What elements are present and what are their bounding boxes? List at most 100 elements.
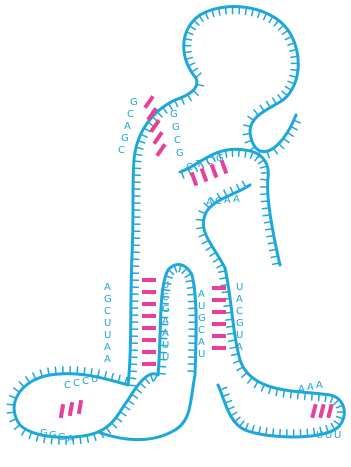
nucleotide-tick (84, 368, 85, 375)
base-pair-bar (190, 172, 199, 187)
nucleotide-tick (217, 264, 223, 267)
nucleotide-tick (7, 404, 14, 405)
nucleotide-tick (120, 412, 126, 416)
nucleotide-tick (258, 11, 260, 18)
base-pair-bar (142, 338, 156, 342)
nucleotide-tick (291, 56, 298, 57)
nucleotide-tick (106, 427, 110, 433)
nucleotide-tick (77, 367, 78, 374)
nucleotide-tick (279, 144, 284, 149)
nucleotide-stem-top-right-0: G (170, 109, 178, 120)
nucleotide-tick (260, 105, 264, 111)
nucleotide-tick (228, 333, 235, 334)
nucleotide-tick (291, 70, 298, 71)
nucleotide-tick (132, 394, 138, 398)
nucleotide-tick (291, 391, 292, 398)
nucleotide-col-mid2-5: U (198, 349, 205, 360)
nucleotide-tick (14, 425, 19, 430)
nucleotide-stem-mid-top-2: C (206, 156, 213, 167)
nucleotide-tick (168, 269, 173, 274)
nucleotide-bottom-right-bottom-0: U (316, 430, 323, 441)
nucleotide-col-mid2-2: G (198, 313, 206, 324)
rna-outer-strand-left (98, 375, 195, 440)
nucleotide-tick (319, 394, 320, 401)
nucleotide-tick (144, 128, 150, 132)
nucleotide-tick (258, 160, 264, 164)
nucleotide-tick (314, 429, 315, 436)
nucleotide-tick (186, 57, 193, 59)
nucleotide-tick (206, 246, 212, 250)
nucleotide-tick (262, 208, 269, 209)
base-pair-bar (212, 298, 226, 302)
nucleotide-col-mid2-1: U (198, 301, 205, 312)
nucleotide-tick (222, 291, 229, 292)
nucleotide-tick (245, 150, 246, 157)
nucleotide-col-mid2-3: C (198, 325, 205, 336)
nucleotide-tick (263, 215, 270, 216)
base-pair-bar (142, 350, 156, 354)
nucleotide-tick (128, 400, 134, 404)
nucleotide-tick (158, 373, 165, 374)
nucleotide-col-mid-6: U (162, 352, 169, 363)
nucleotide-tick (286, 36, 292, 39)
nucleotide-tick (225, 7, 226, 14)
nucleotide-tick (269, 16, 273, 22)
nucleotide-tick (214, 258, 220, 262)
base-pair-bar (149, 119, 160, 133)
nucleotide-tick (22, 429, 26, 435)
nucleotide-tick (227, 326, 234, 327)
nucleotide-tick (254, 381, 257, 387)
nucleotide-tick (273, 429, 274, 436)
nucleotide-tick (312, 393, 313, 400)
base-pair-bar (142, 326, 156, 330)
base-pair-bar (142, 278, 156, 282)
nucleotide-stem-top-left-2: A (124, 121, 131, 132)
nucleotide-tick (248, 377, 252, 382)
nucleotide-tick (194, 20, 199, 25)
nucleotide-tick (128, 385, 135, 386)
nucleotide-tick (245, 7, 246, 14)
nucleotide-col-mid-1: C (162, 292, 169, 303)
base-pair-bar (68, 402, 74, 416)
nucleotide-bottom-right-bottom-1: U (325, 430, 332, 441)
nucleotide-tick (145, 378, 150, 383)
nucleotide-tick (212, 10, 214, 17)
base-pair-bar (152, 131, 163, 145)
nucleotide-stem-mid-top-0: C (186, 162, 193, 173)
nucleotide-tick (163, 107, 167, 113)
nucleotide-tick (224, 305, 231, 306)
nucleotide-col-mid-5: U (162, 340, 169, 351)
nucleotide-tick (80, 436, 81, 443)
base-pair-bar (143, 95, 154, 109)
base-pair-bar (212, 346, 226, 350)
nucleotide-stem-top-right-1: G (172, 122, 180, 133)
nucleotide-tick (19, 382, 24, 387)
nucleotide-bottom-right-top-2: A (316, 380, 323, 391)
base-pair-bar (318, 404, 325, 419)
base-pair-bar (310, 404, 317, 419)
nucleotide-tick (262, 201, 269, 202)
nucleotide-stem-mid-top-3: G (216, 153, 224, 164)
base-pair-bar (155, 143, 166, 157)
nucleotide-stem-mid-bottom-2: A (224, 195, 231, 206)
nucleotide-tick (202, 240, 208, 243)
nucleotide-tick (235, 417, 240, 421)
nucleotide-tick (274, 20, 278, 26)
nucleotide-tick (187, 287, 194, 288)
nucleotide-tick (307, 429, 308, 436)
nucleotide-tick (286, 87, 292, 91)
nucleotide-tick (273, 148, 277, 154)
nucleotide-tick (55, 367, 56, 374)
base-pair-bar (77, 400, 83, 414)
nucleotide-tick (148, 122, 154, 126)
nucleotide-bottom-right-top-1: A (307, 382, 314, 393)
nucleotide-col-right-1: A (236, 294, 243, 305)
nucleotide-stem-top-left-0: G (130, 97, 138, 108)
nucleotide-tick (141, 134, 147, 137)
nucleotide-tick (136, 388, 142, 392)
nucleotide-tick (242, 373, 247, 378)
nucleotide-tick (112, 423, 117, 428)
nucleotide-tick (334, 421, 340, 425)
nucleotide-tick (264, 13, 267, 19)
